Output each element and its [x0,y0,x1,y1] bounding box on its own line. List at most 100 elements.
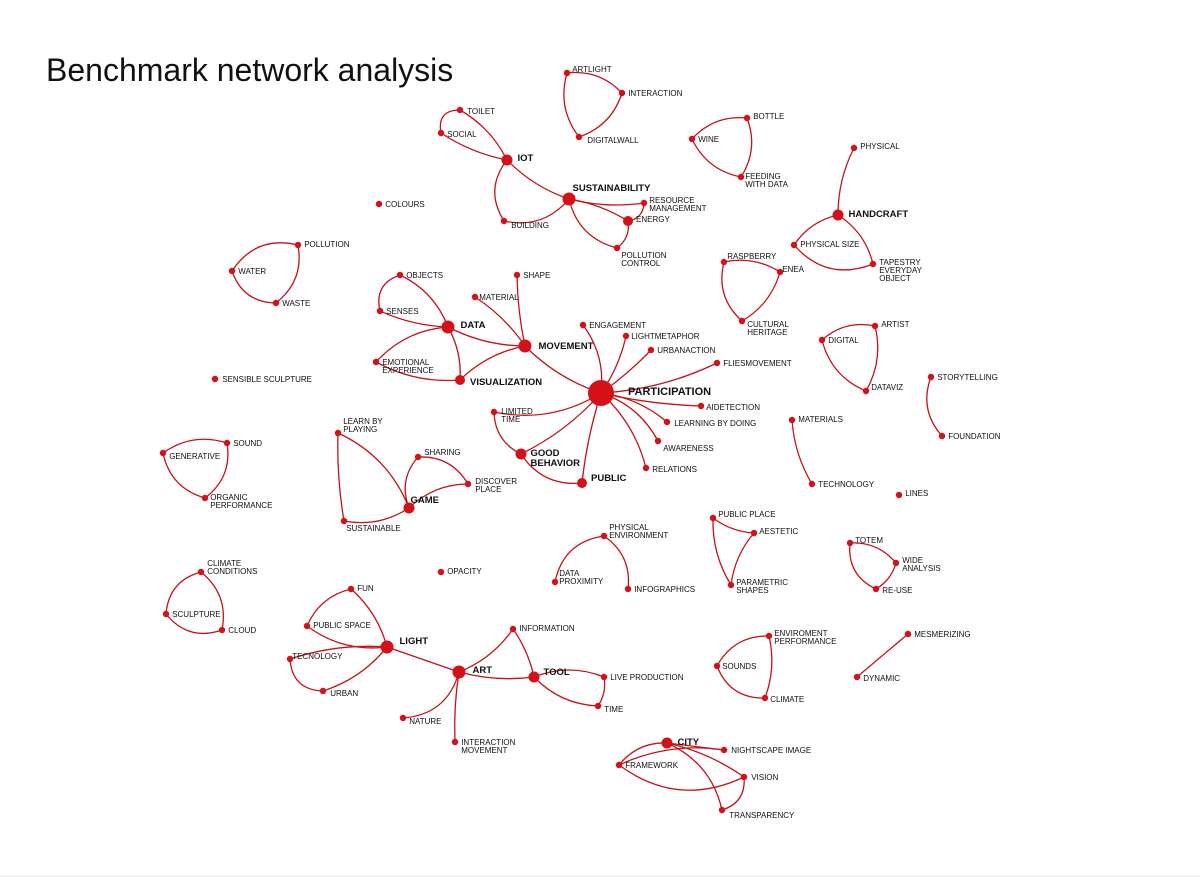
edge-raspberry-enea [723,259,781,273]
edge-data-emotional [375,326,449,363]
node-parametric [727,581,735,589]
edge-artlight-digitalwall [563,72,580,138]
label-wine: WINE [698,135,719,144]
edge-tool-live_production [533,669,605,678]
label-light: LIGHT [400,636,429,647]
node-climate [761,694,769,702]
edge-city-transparency [666,742,723,811]
node-foundation [938,432,946,440]
node-good_behavior [515,448,527,460]
page-title: Benchmark network analysis [46,52,454,88]
node-urbanaction [647,346,655,354]
edge-pollution-water [231,242,299,272]
label-pollution: POLLUTION [304,240,350,249]
label-learning_doing: LEARNING BY DOING [674,419,756,428]
node-nature [399,714,407,722]
node-social [437,129,445,137]
edge-artlight-interaction [566,71,623,94]
node-pollution_control [613,244,621,252]
label-physical_size: PHYSICAL SIZE [800,240,859,249]
edge-bottle-feeding [740,117,753,178]
label-totem: TOTEM [855,536,883,545]
label-physical: PHYSICAL [860,142,900,151]
label-aidetection: AIDETECTION [706,403,760,412]
edge-vision-transparency [721,776,745,811]
edge-learn_playing-sustainable [337,432,345,522]
label-opacity: OPACITY [447,567,482,576]
label-tool: TOOL [544,667,570,678]
node-public [577,478,587,488]
node-digital [818,336,826,344]
edge-toilet-social [439,109,461,134]
edge-public_space-light [306,625,388,649]
node-storytelling [927,373,935,381]
node-game [403,502,415,514]
node-physical_env [600,532,608,540]
edge-fun-public_space [306,588,352,627]
label-generative: GENERATIVE [169,452,220,461]
node-physical_size [790,241,798,249]
node-reuse [872,585,880,593]
node-pollution [294,241,302,249]
edge-digital-dataviz [821,339,867,392]
label-sounds: SOUNDS [722,662,756,671]
node-learn_playing [334,429,342,437]
label-sustainable: SUSTAINABLE [346,524,401,533]
label-lines: LINES [905,489,928,498]
label-information: INFORMATION [519,624,575,633]
node-digitalwall [575,133,583,141]
node-technology [808,480,816,488]
edge-live_production-time [597,676,606,707]
label-art: ART [473,665,493,676]
node-physical [850,144,858,152]
edge-public_place-aestetic [712,517,755,534]
node-totem [846,539,854,547]
node-city [661,737,673,749]
label-public_space: PUBLIC SPACE [313,621,371,630]
edge-pollution-waste [275,244,300,304]
node-aestetic [750,529,758,537]
node-time [594,702,602,710]
edge-interaction-digitalwall [578,92,623,138]
node-bottle [743,114,751,122]
node-tapestry [869,260,877,268]
edge-data-visualization [447,326,461,381]
label-transparency: TRANSPARENCY [729,811,795,820]
edge-objects-senses [378,274,401,312]
label-framework: FRAMEWORK [625,761,679,770]
label-senses: SENSES [386,307,418,316]
label-visualization: VISUALIZATION [470,377,542,388]
node-fliesmovement [713,359,721,367]
label-data: DATA [461,320,486,331]
label-awareness: AWARENESS [663,444,714,453]
label-artlight: ARTLIGHT [572,65,612,74]
node-information [509,625,517,633]
label-materials: MATERIALS [798,415,843,424]
edge-mesmerizing-dynamic [856,633,909,678]
edge-raspberry-cultural [721,261,743,322]
edge-participation-public [581,392,602,484]
node-discover_place [464,480,472,488]
label-sustainability: SUSTAINABILITY [573,183,652,194]
edge-bottle-wine [691,116,748,140]
node-shape [513,271,521,279]
edge-social-iot [440,132,508,161]
node-sharing [414,453,422,461]
edge-good_behavior-public [520,453,583,485]
node-urban [319,687,327,695]
node-sculpture [162,610,170,618]
label-dynamic: DYNAMIC [863,674,900,683]
label-sharing: SHARING [424,448,460,457]
edge-artist-dataviz [865,325,879,392]
label-time: TIME [604,705,623,714]
edge-senses-data [379,310,449,328]
node-movement [518,339,532,353]
edge-enviroment_performance-sounds [716,635,770,667]
node-enea [776,268,784,276]
